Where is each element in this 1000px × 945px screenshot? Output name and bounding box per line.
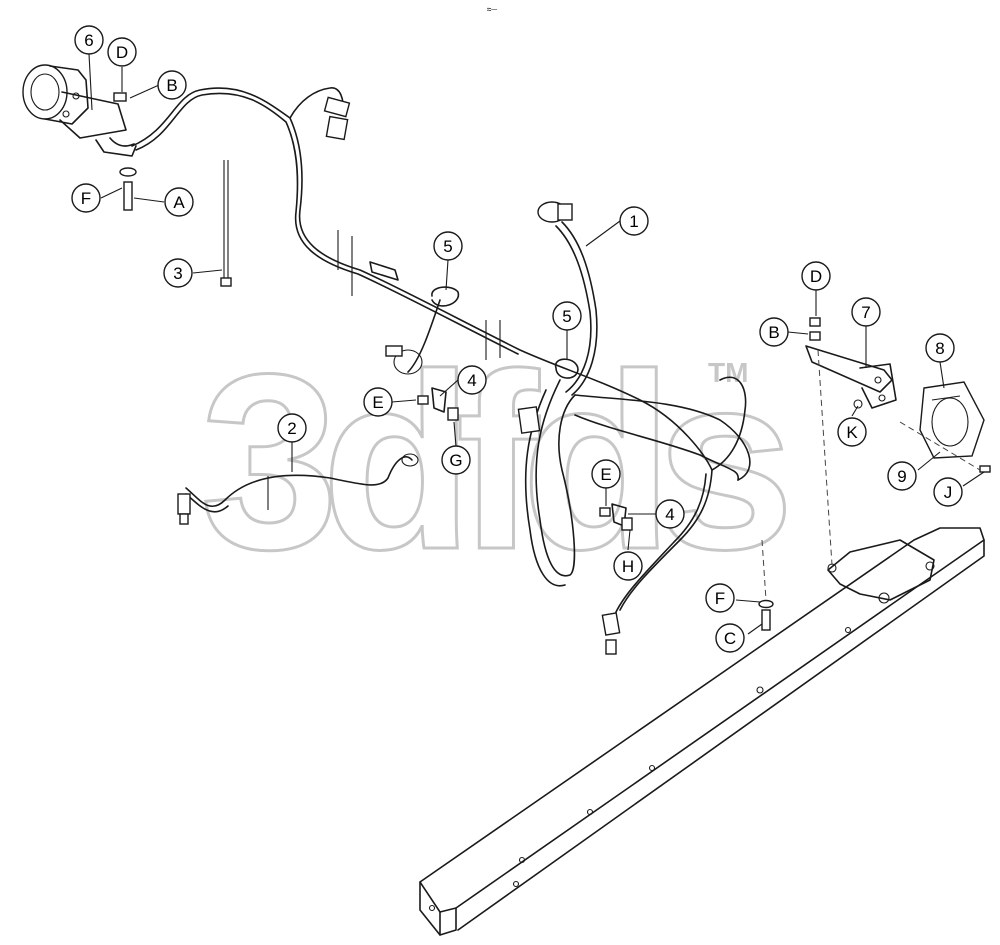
callout-6: 6 [74, 25, 104, 55]
svg-text:9: 9 [897, 467, 906, 486]
callout-K: K [837, 417, 867, 447]
callout-F: F [71, 183, 101, 213]
svg-text:B: B [166, 76, 177, 95]
svg-text:J: J [944, 483, 953, 502]
svg-text:E: E [372, 393, 383, 412]
frame-rail [419, 527, 985, 936]
svg-text:2: 2 [287, 419, 296, 438]
wiring-harness [131, 87, 751, 655]
top-marker: ≈─ [487, 5, 497, 14]
svg-text:F: F [81, 189, 91, 208]
lamp-8 [853, 381, 991, 473]
svg-text:3: 3 [173, 264, 182, 283]
callout-2: 2 [277, 413, 307, 443]
loop-clips-5 [431, 286, 579, 379]
callout-9: 9 [887, 461, 917, 491]
callout-1: 1 [619, 206, 649, 236]
cable-tie-3 [220, 160, 232, 287]
watermark-tm: TM [708, 357, 748, 388]
bracket-7 [805, 345, 897, 409]
callout-G: G [441, 445, 471, 475]
svg-text:D: D [116, 43, 128, 62]
callout-E1: E [363, 387, 393, 417]
callout-J: J [933, 477, 963, 507]
svg-text:4: 4 [467, 371, 476, 390]
svg-text:6: 6 [84, 31, 93, 50]
callout-C: C [715, 623, 745, 653]
cable-1 [537, 201, 598, 396]
svg-text:7: 7 [861, 303, 870, 322]
svg-text:K: K [846, 423, 858, 442]
svg-text:8: 8 [935, 339, 944, 358]
callout-5a: 5 [433, 231, 463, 261]
svg-text:5: 5 [443, 237, 452, 256]
svg-text:H: H [622, 557, 634, 576]
callout-D2: D [801, 261, 831, 291]
callout-B2: B [759, 317, 789, 347]
callout-A: A [164, 187, 194, 217]
svg-text:G: G [449, 451, 462, 470]
svg-text:1: 1 [629, 212, 638, 231]
sensor-cable-2 [177, 453, 419, 525]
hardware [113, 92, 821, 631]
svg-text:A: A [173, 193, 185, 212]
alignment-lines [761, 349, 981, 601]
callout-F2: F [705, 583, 735, 613]
callout-3: 3 [163, 258, 193, 288]
svg-text:E: E [600, 465, 611, 484]
callout-H: H [613, 551, 643, 581]
lamp-assembly-6 [22, 64, 137, 157]
callout-B: B [157, 70, 187, 100]
callout-4a: 4 [457, 365, 487, 395]
svg-text:B: B [768, 323, 779, 342]
svg-text:C: C [724, 629, 736, 648]
leader-lines [88, 53, 985, 635]
svg-text:5: 5 [562, 307, 571, 326]
watermark: 3dfds TM [199, 321, 805, 603]
svg-text:D: D [810, 267, 822, 286]
watermark-text: 3dfds [200, 322, 785, 601]
callouts: 6 D B F A 3 1 5 5 4 E G 2 E 4 H D B 7 8 … [71, 25, 963, 653]
callout-8: 8 [925, 333, 955, 363]
svg-text:4: 4 [665, 505, 674, 524]
callout-5b: 5 [552, 301, 582, 331]
svg-text:F: F [715, 589, 725, 608]
callout-7: 7 [851, 297, 881, 327]
callout-4b: 4 [655, 499, 685, 529]
callout-D: D [107, 37, 137, 67]
callout-E2: E [591, 459, 621, 489]
